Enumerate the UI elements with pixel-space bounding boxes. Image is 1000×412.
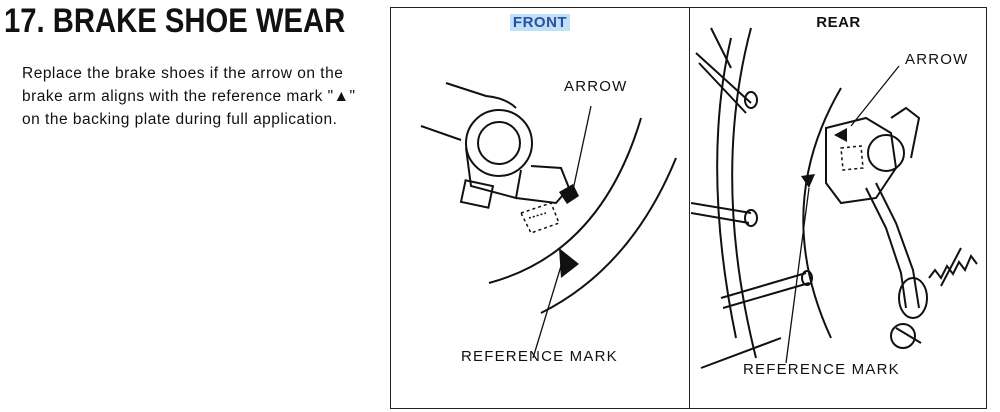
front-reference-mark-label: REFERENCE MARK: [461, 348, 618, 365]
front-panel-title: FRONT: [509, 14, 571, 31]
front-panel: FRONT: [391, 8, 689, 408]
panel-divider: [689, 8, 690, 408]
rear-arrow-label: ARROW: [905, 51, 969, 68]
brake-wear-figure: FRONT: [390, 7, 987, 409]
rear-reference-mark-icon: [801, 174, 815, 188]
rear-arm-arrow-icon: [834, 128, 847, 142]
section-title: 17. BRAKE SHOE WEAR: [4, 2, 346, 40]
front-reference-mark-icon: [559, 248, 579, 278]
rear-panel: REAR: [691, 8, 986, 408]
instruction-text: Replace the brake shoes if the arrow on …: [22, 65, 356, 128]
rear-brake-illustration: [691, 27, 978, 369]
rear-panel-title: REAR: [816, 14, 861, 31]
front-brake-illustration: [420, 82, 677, 359]
front-arm-arrow-icon: [559, 184, 579, 204]
front-arrow-label: ARROW: [564, 78, 628, 95]
rear-reference-mark-label: REFERENCE MARK: [743, 361, 900, 378]
